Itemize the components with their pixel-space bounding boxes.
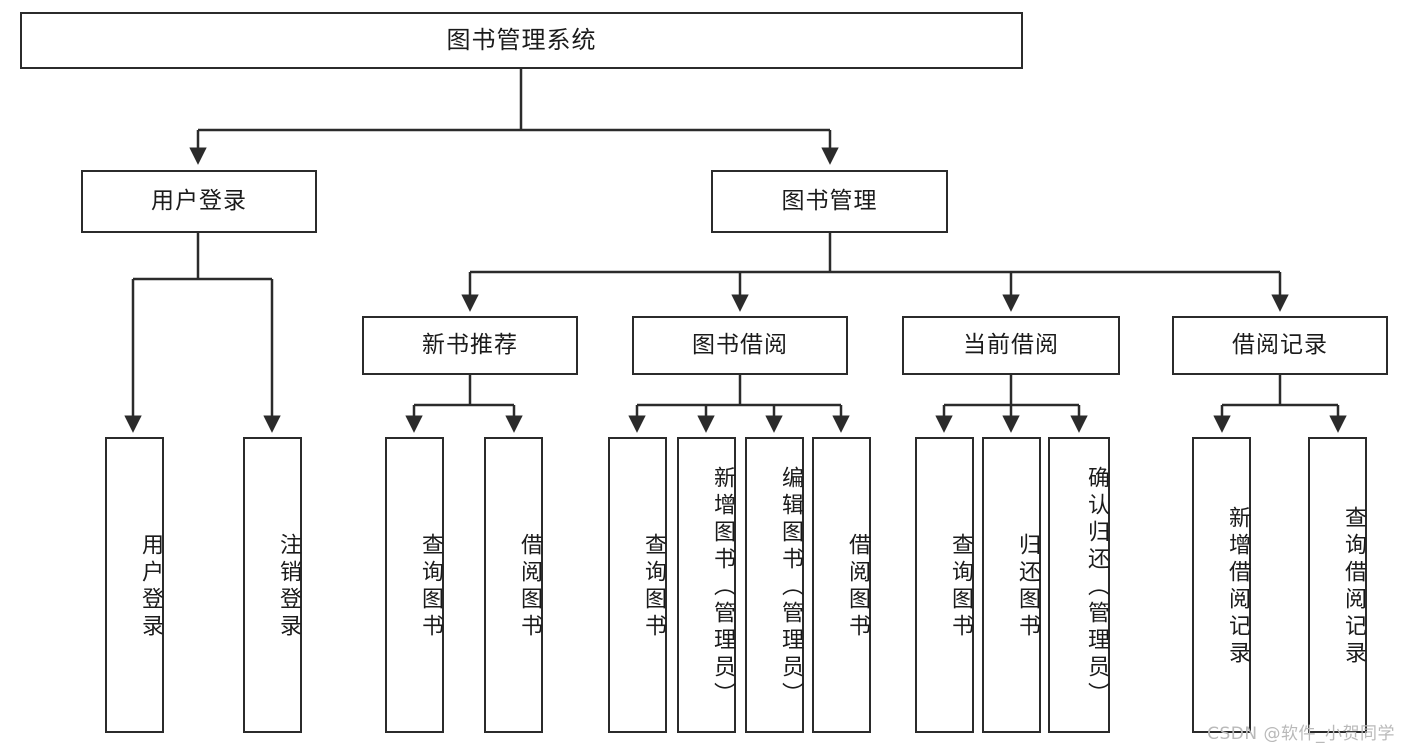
node-label: 新书推荐 [422,331,518,358]
leaf-user-login-logout[interactable]: 注销登录 [243,437,302,733]
node-borrow-record[interactable]: 借阅记录 [1172,316,1388,375]
leaf-record-add[interactable]: 新增借阅记录 [1192,437,1251,733]
node-label: 查询图书 [948,533,973,641]
node-current-borrow[interactable]: 当前借阅 [902,316,1120,375]
node-label: 当前借阅 [963,331,1059,358]
node-label: 借阅图书 [845,533,870,641]
node-label: 归还图书 [1015,533,1040,641]
leaf-new-book-borrow[interactable]: 借阅图书 [484,437,543,733]
watermark: CSDN @软件_小贺同学 [1207,724,1395,744]
leaf-current-confirm-return[interactable]: 确认归还（管理员） [1048,437,1110,733]
node-new-book-recommend[interactable]: 新书推荐 [362,316,578,375]
node-book-borrow[interactable]: 图书借阅 [632,316,848,375]
node-label: 查询图书 [418,533,443,641]
node-label: 编辑图书（管理员） [778,465,803,709]
leaf-borrow-query-book[interactable]: 查询图书 [608,437,667,733]
node-label: 图书管理 [781,187,878,214]
leaf-user-login-login[interactable]: 用户登录 [105,437,164,733]
node-label: 新增借阅记录 [1225,506,1250,668]
leaf-borrow-add-book[interactable]: 新增图书（管理员） [677,437,736,733]
node-label: 图书管理系统 [446,26,597,55]
node-root-system[interactable]: 图书管理系统 [20,12,1023,69]
node-book-management[interactable]: 图书管理 [711,170,948,233]
node-label: 用户登录 [151,187,247,214]
node-label: 新增图书（管理员） [710,465,735,709]
leaf-current-return-book[interactable]: 归还图书 [982,437,1041,733]
leaf-borrow-edit-book[interactable]: 编辑图书（管理员） [745,437,804,733]
leaf-new-book-query[interactable]: 查询图书 [385,437,444,733]
node-label: 借阅记录 [1232,331,1328,358]
node-label: 用户登录 [138,533,163,641]
leaf-borrow-borrow-book[interactable]: 借阅图书 [812,437,871,733]
node-label: 确认归还（管理员） [1084,465,1109,709]
node-label: 图书借阅 [692,331,788,358]
node-label: 借阅图书 [517,533,542,641]
node-user-login[interactable]: 用户登录 [81,170,317,233]
node-label: 注销登录 [276,533,301,641]
leaf-record-query[interactable]: 查询借阅记录 [1308,437,1367,733]
node-label: 查询图书 [641,533,666,641]
leaf-current-query-book[interactable]: 查询图书 [915,437,974,733]
node-label: 查询借阅记录 [1341,506,1366,668]
